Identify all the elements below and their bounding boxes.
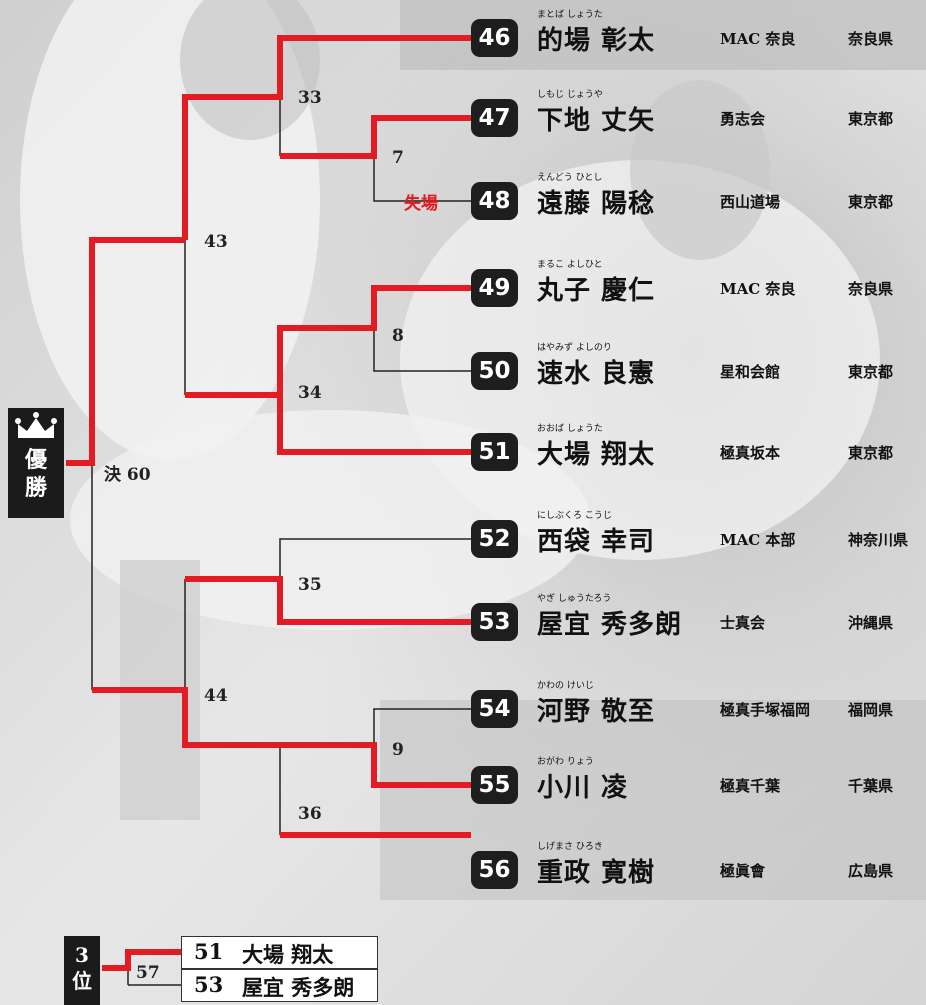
name-reading: やぎ しゅうたろう [537, 594, 612, 604]
competitor-name: 速水 良憲 [537, 359, 656, 389]
dojo-name: 勇志会 [720, 110, 766, 128]
third-place-badge: 3 位 [64, 936, 100, 1005]
match-number-44: 44 [204, 686, 228, 706]
forfeit-label: 失場 [404, 194, 438, 214]
competitor-name: 大場 翔太 [537, 440, 656, 470]
winner-label: 優勝 [24, 447, 47, 501]
third-place-name: 屋宜 秀多朗 [242, 975, 355, 1000]
dojo-name: 星和会館 [720, 363, 781, 381]
third-place-suffix: 位 [72, 969, 92, 993]
name-reading: おおば しょうた [537, 424, 603, 434]
prefecture: 東京都 [848, 363, 894, 381]
match-number-35: 35 [298, 575, 322, 595]
prefecture: 福岡県 [848, 701, 894, 719]
prefecture: 沖縄県 [848, 614, 894, 632]
dojo-name: 極真坂本 [720, 444, 781, 462]
crown-icon [15, 412, 57, 438]
dojo-name: 極真手塚福岡 [720, 701, 811, 719]
competitor-name: 的場 彰太 [537, 26, 656, 56]
competitor-name: 遠藤 陽稔 [537, 189, 656, 219]
match-number-36: 36 [298, 804, 322, 824]
name-reading: かわの けいじ [537, 681, 594, 691]
prefecture: 東京都 [848, 193, 894, 211]
name-reading: しもじ じょうや [537, 90, 603, 100]
name-reading: はやみず よしのり [537, 343, 612, 353]
third-place-row: 51 大場 翔太 [181, 936, 378, 969]
match-number-33: 33 [298, 88, 322, 108]
dojo-name: 極眞會 [720, 862, 766, 880]
prefecture: 神奈川県 [848, 531, 909, 549]
match-number-7: 7 [392, 148, 404, 168]
seed-number: 46 [471, 19, 518, 57]
dojo-name: 西山道場 [720, 193, 781, 211]
seed-number: 55 [471, 766, 518, 804]
third-place-seed: 51 [194, 939, 224, 964]
competitor-name: 河野 敬至 [537, 697, 656, 727]
competitor-name: 小川 凌 [537, 773, 629, 803]
name-reading: えんどう ひとし [537, 173, 603, 183]
seed-number: 54 [471, 690, 518, 728]
match-number-57: 57 [136, 963, 160, 983]
name-reading: しげまさ ひろき [537, 842, 603, 852]
name-reading: まとば しょうた [537, 10, 603, 20]
prefecture: 東京都 [848, 444, 894, 462]
competitor-name: 重政 寛樹 [537, 858, 656, 888]
seed-number: 47 [471, 99, 518, 137]
seed-number: 52 [471, 520, 518, 558]
match-number-8: 8 [392, 326, 404, 346]
prefecture: 千葉県 [848, 777, 894, 795]
name-reading: にしぶくろ こうじ [537, 511, 612, 521]
prefecture: 奈良県 [848, 280, 894, 298]
dojo-name: 極真千葉 [720, 777, 781, 795]
dojo-name: MAC 奈良 [720, 30, 796, 48]
final-match-number: 決 60 [104, 465, 151, 485]
dojo-name: 士真会 [720, 614, 766, 632]
prefecture: 奈良県 [848, 30, 894, 48]
third-place-seed: 53 [194, 972, 224, 997]
name-reading: おがわ りょう [537, 757, 594, 767]
prefecture: 広島県 [848, 862, 894, 880]
third-place-row: 53 屋宜 秀多朗 [181, 969, 378, 1002]
competitor-name: 丸子 慶仁 [537, 276, 656, 306]
seed-number: 50 [471, 352, 518, 390]
dojo-name: MAC 本部 [720, 531, 796, 549]
seed-number: 51 [471, 433, 518, 471]
match-number-34: 34 [298, 383, 322, 403]
seed-number: 49 [471, 269, 518, 307]
competitor-name: 下地 丈矢 [537, 106, 656, 136]
prefecture: 東京都 [848, 110, 894, 128]
competitor-name: 西袋 幸司 [537, 527, 656, 557]
seed-number: 48 [471, 182, 518, 220]
competitor-name: 屋宜 秀多朗 [537, 610, 683, 640]
match-number-9: 9 [392, 740, 404, 760]
seed-number: 53 [471, 603, 518, 641]
third-place-number: 3 [75, 943, 89, 967]
third-place-name: 大場 翔太 [242, 942, 334, 967]
winner-badge: 優勝 [8, 408, 64, 518]
name-reading: まるこ よしひと [537, 260, 603, 270]
match-number-43: 43 [204, 232, 228, 252]
seed-number: 56 [471, 851, 518, 889]
dojo-name: MAC 奈良 [720, 280, 796, 298]
